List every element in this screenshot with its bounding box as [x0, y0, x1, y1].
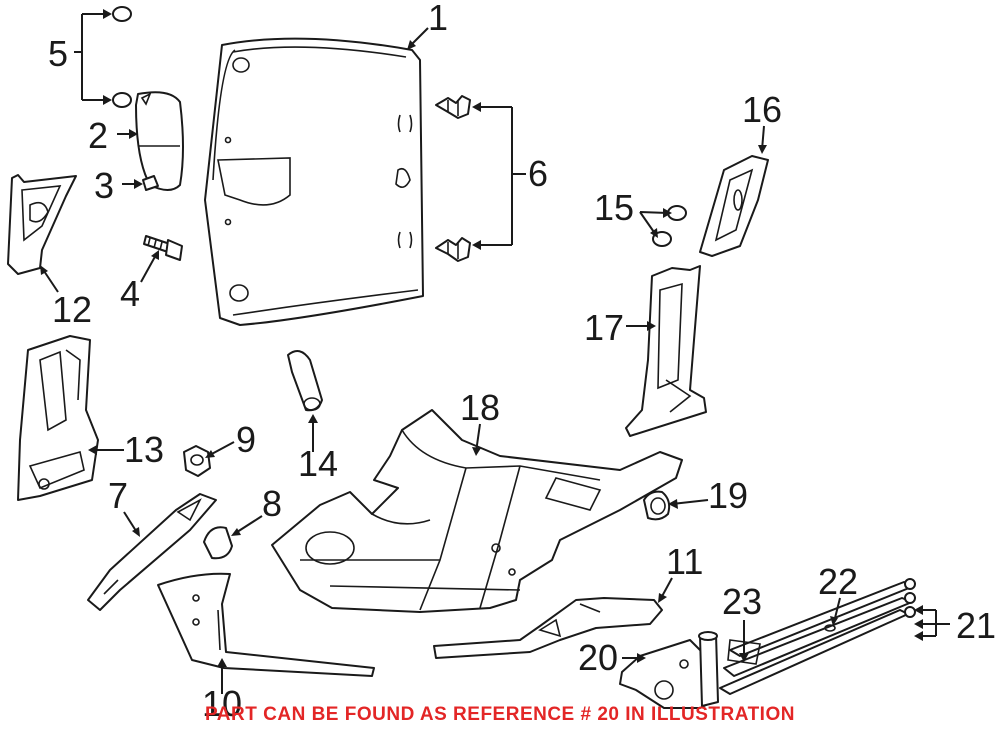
ref-label-19: 19: [708, 475, 748, 516]
ref-label-6: 6: [528, 153, 548, 194]
part-17-lower-pillar-trim: [625, 265, 707, 437]
ref-label-18: 18: [460, 387, 500, 428]
part-19-grommet: [643, 490, 671, 521]
part-13-pillar-trim: [17, 335, 99, 501]
part-11-scuff-plate: [433, 597, 663, 659]
ref-label-14: 14: [298, 443, 338, 484]
ref-label-3: 3: [94, 165, 114, 206]
ref-label-13: 13: [124, 429, 164, 470]
part-9-nut: [183, 445, 211, 477]
part-5-plugs: [112, 6, 132, 108]
part-18-carpet: [271, 409, 683, 613]
part-7-sill-trim: [87, 493, 217, 611]
part-4-bolt: [143, 235, 183, 261]
ref-label-7: 7: [108, 475, 128, 516]
ref-label-16: 16: [742, 89, 782, 130]
ref-label-17: 17: [584, 307, 624, 348]
part-22-seat-rails: [719, 578, 916, 695]
part-12-pillar-trim: [7, 174, 77, 275]
ref-label-5: 5: [48, 33, 68, 74]
part-8-cover: [203, 526, 233, 560]
ref-label-9: 9: [236, 419, 256, 460]
part-10-kick-panel: [157, 572, 375, 677]
ref-label-22: 22: [818, 561, 858, 602]
ref-label-10: 10: [202, 683, 242, 724]
ref-label-1: 1: [428, 0, 448, 38]
ref-label-20: 20: [578, 637, 618, 678]
ref-label-21: 21: [956, 605, 996, 646]
ref-label-23: 23: [722, 581, 762, 622]
ref-label-8: 8: [262, 483, 282, 524]
part-1-headliner: [204, 37, 424, 326]
ref-label-11: 11: [666, 541, 703, 582]
reference-labels: 1 2 3 4 5 6 7 8 9 10 11 12 13 14 15 16 1…: [48, 0, 996, 724]
part-14-grab-handle: [287, 350, 323, 412]
ref-label-4: 4: [120, 273, 140, 314]
part-2-sun-visor: [135, 91, 184, 191]
ref-label-12: 12: [52, 289, 92, 330]
leader-lines: [40, 9, 950, 694]
part-6-clips: [435, 95, 471, 262]
ref-label-2: 2: [88, 115, 108, 156]
reference-note: PART CAN BE FOUND AS REFERENCE # 20 IN I…: [205, 704, 795, 725]
ref-label-15: 15: [594, 187, 634, 228]
part-16-upper-pillar-trim: [699, 155, 769, 257]
part-3-visor-clip: [142, 175, 159, 191]
